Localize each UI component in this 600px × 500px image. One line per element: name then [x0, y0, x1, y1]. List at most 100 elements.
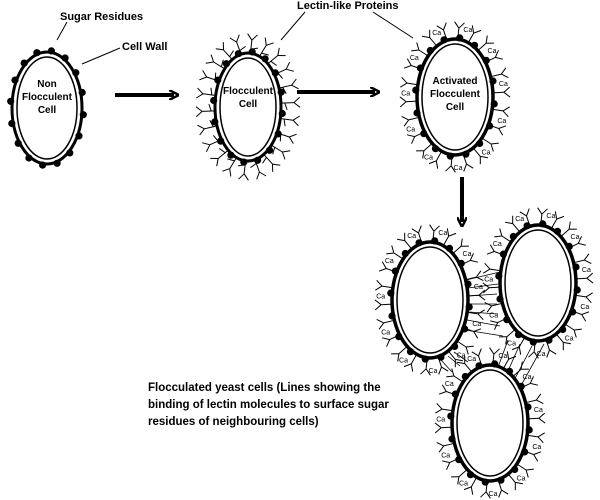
sugar-residue	[448, 435, 456, 443]
lectin-protein	[462, 153, 467, 165]
sugar-residue	[413, 109, 421, 117]
calcium-ion-label: Ca	[454, 165, 463, 172]
calcium-ion-label: Ca	[467, 356, 476, 363]
sugar-residue	[521, 448, 529, 456]
sugar-residue	[491, 360, 499, 368]
sugar-residues-label: Sugar Residues	[60, 11, 143, 23]
lectin-protein	[406, 100, 418, 103]
lectin-protein	[423, 143, 433, 152]
lectin-protein	[254, 159, 260, 173]
sugar-residue	[261, 55, 269, 63]
lectin-protein	[206, 76, 220, 82]
sugar-residue	[461, 372, 469, 381]
calcium-ion-label: Ca	[532, 444, 541, 451]
sugar-residues	[7, 47, 87, 169]
lectin-protein	[209, 138, 222, 146]
lectin-protein	[456, 340, 467, 348]
calcium-ion-label: Ca	[407, 233, 416, 240]
sugar-residue	[446, 152, 454, 160]
sugar-residue	[486, 122, 494, 130]
calcium-ion-label: Ca	[474, 284, 483, 291]
sugar-residue	[475, 362, 483, 370]
sugar-residue	[415, 239, 423, 247]
flocculation-caption: Flocculated yeast cells (Lines showing t…	[148, 382, 389, 428]
lectin-protein	[398, 346, 408, 355]
lectin-protein	[213, 61, 225, 70]
lectin-protein	[501, 235, 512, 243]
calcium-ion-label: Ca	[517, 476, 526, 483]
sugar-residue	[431, 237, 439, 245]
flocculent-cell: Flocculent Cell	[195, 33, 301, 181]
lectin-proteins	[195, 33, 301, 181]
sugar-residue	[274, 130, 282, 138]
sugar-residue	[569, 308, 577, 316]
lectin-protein	[516, 463, 527, 471]
sugar-residue	[401, 249, 409, 258]
lectin-protein	[243, 160, 247, 174]
sugar-residue	[482, 56, 490, 64]
sugar-residue	[553, 227, 562, 235]
sugar-residue	[271, 69, 279, 77]
calcium-ion-label: Ca	[498, 353, 507, 360]
sugar-residue	[523, 222, 531, 230]
lectin-protein	[229, 157, 237, 169]
lectin-protein	[271, 144, 283, 153]
sugar-residue	[227, 151, 235, 159]
lectin-protein	[249, 40, 253, 54]
sugar-residue	[490, 100, 498, 108]
lectin-protein	[472, 147, 481, 157]
calcium-ion-label: Ca	[410, 55, 419, 62]
sugar-residue	[505, 367, 514, 375]
sugar-residue	[511, 465, 519, 474]
sugar-residue	[447, 412, 455, 420]
calcium-ion-label: Ca	[571, 234, 580, 241]
lectin-protein	[411, 65, 422, 70]
lectin-protein	[481, 137, 492, 145]
sugar-residue	[412, 86, 420, 94]
cell-wall-pointer	[81, 47, 121, 65]
calcium-ion-label: Ca	[459, 480, 468, 487]
lectin-protein	[202, 110, 216, 112]
sugar-residue	[461, 325, 469, 333]
lectin-protein	[453, 375, 464, 383]
lectin-protein	[443, 29, 448, 41]
lectin-protein	[564, 323, 575, 331]
sugar-residues	[447, 360, 533, 486]
lectin-protein	[223, 49, 233, 60]
lectin-protein	[280, 102, 294, 104]
sugar-residue	[465, 303, 473, 311]
sugar-residue	[514, 331, 523, 339]
lectin-protein	[527, 417, 539, 420]
calcium-ion-label: Ca	[399, 357, 408, 364]
sugar-residue	[457, 259, 465, 267]
sugar-residue	[445, 244, 454, 252]
calcium-ion-label: Ca	[401, 91, 410, 98]
sugar-residue	[539, 220, 547, 228]
lectin-protein	[450, 154, 453, 166]
sugar-residue	[529, 338, 537, 346]
sugar-residue	[470, 41, 479, 49]
calcium-ion-label: Ca	[523, 374, 532, 381]
flocculent-label-line2: Cell	[239, 99, 258, 110]
calcium-ion-label: Ca	[582, 267, 591, 274]
sugar-residue	[545, 336, 553, 344]
sugar-residue	[451, 342, 459, 351]
calcium-ion-label: Ca	[537, 351, 546, 358]
sugar-residue	[455, 456, 463, 464]
sugar-residue	[266, 146, 274, 154]
lectin-protein	[393, 252, 404, 260]
lectin-protein	[452, 245, 462, 254]
sugar-residue	[481, 478, 489, 486]
lectin-protein	[458, 469, 468, 478]
sugar-residue	[7, 97, 15, 105]
sugar-residue	[53, 159, 61, 167]
sugar-residue	[420, 130, 428, 138]
sugar-residue	[525, 426, 533, 434]
lectin-pointer-left	[280, 11, 306, 41]
sugar-residue	[476, 139, 484, 148]
activated-label-line2: Flocculent	[430, 89, 481, 100]
